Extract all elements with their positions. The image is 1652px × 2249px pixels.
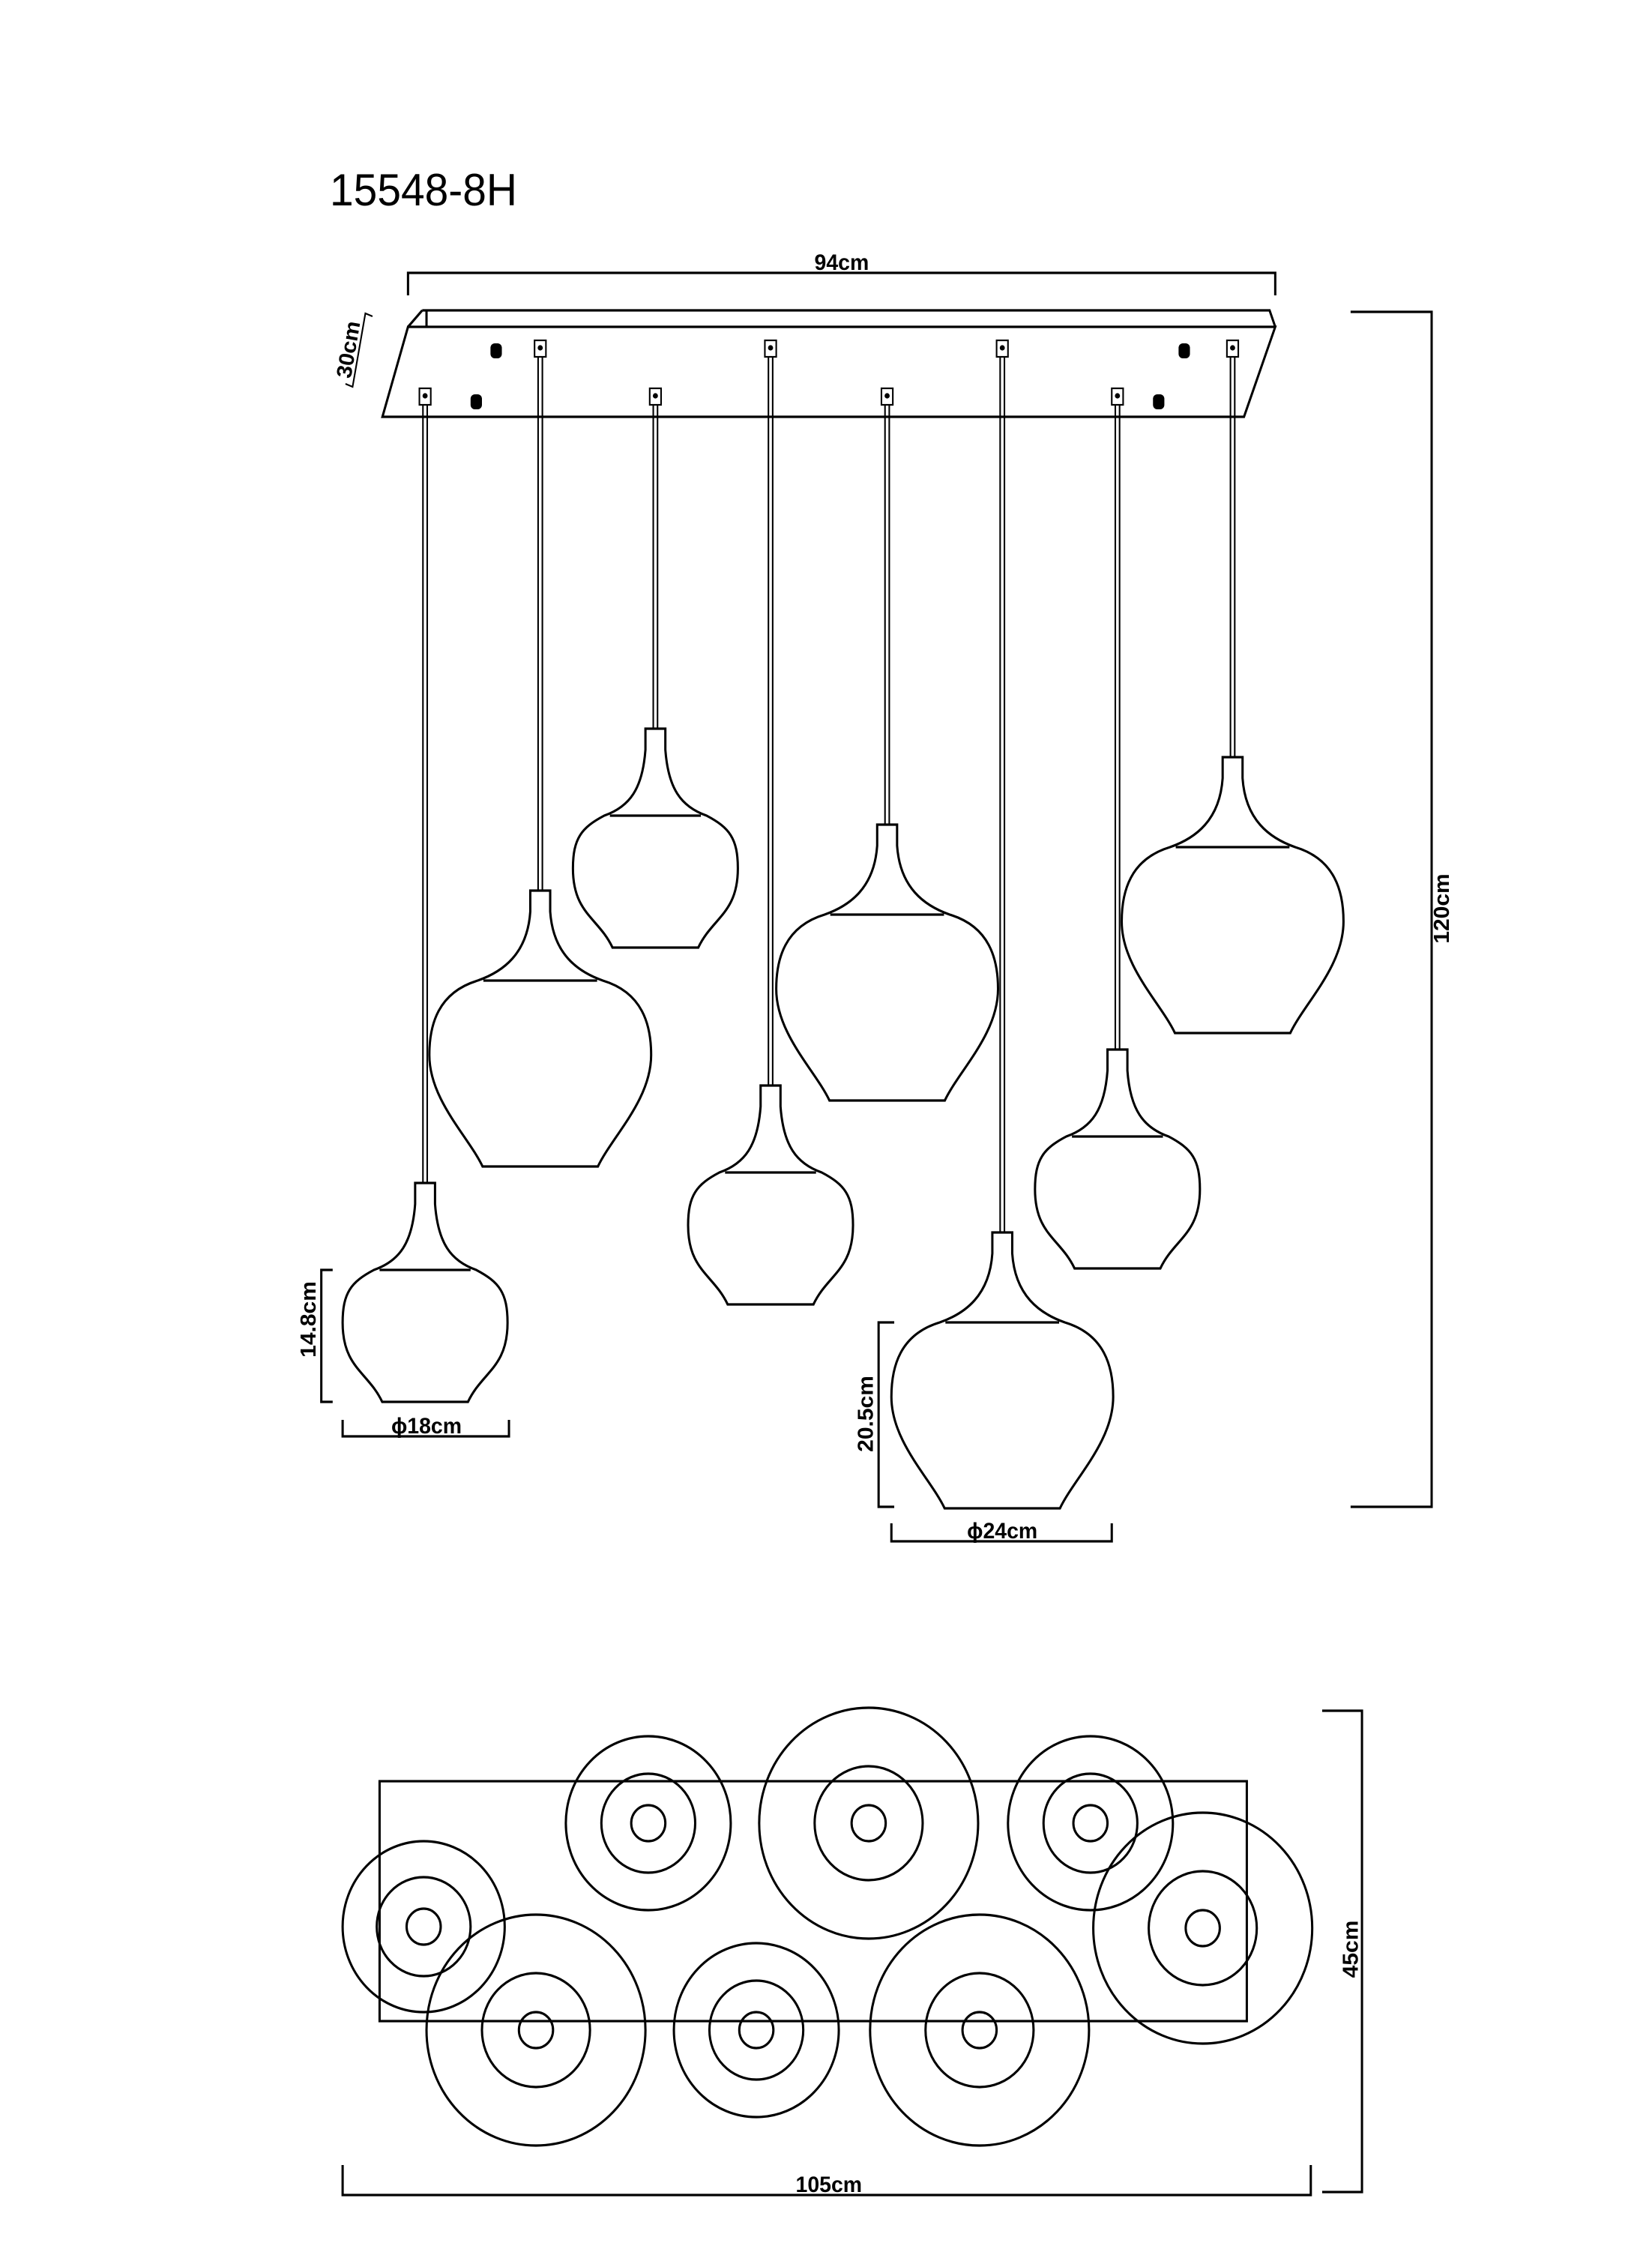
glass-shade [1121,756,1345,1035]
cable-mount [1226,339,1240,358]
canopy-length-label: 94cm [815,250,869,275]
shade-top-view [425,1913,647,2147]
shade-top-view [564,1735,732,1912]
shade-top-view [672,1942,840,2119]
glass-shade [571,727,739,949]
total-height-label: 120cm [1430,873,1453,943]
shade-top-view [869,1913,1091,2147]
cable-mount [1111,387,1124,406]
large-shade-height-dimension: 20.5cm [854,1321,895,1508]
small-shade-height-label: 14.8cm [298,1281,321,1358]
screw-icon [1178,343,1190,358]
glass-shade [890,1231,1115,1510]
glass-shade [775,823,1000,1102]
small-shade-height-dimension: 14.8cm [298,1268,333,1403]
large-shade-diameter-label: ϕ24cm [967,1519,1037,1544]
shade-top-view [1007,1735,1175,1912]
pendant-small [687,357,854,1306]
shade-top-view [1092,1811,1314,2045]
screw-icon [490,343,502,358]
cable-mount [648,387,663,406]
large-shade-height-label: 20.5cm [854,1376,878,1452]
canopy-depth-label: 30cm [333,319,365,380]
pendant-small [1034,405,1202,1270]
screw-icon [470,394,482,409]
pendant-small [571,405,739,949]
canopy-length-dimension: 94cm [406,250,1276,295]
glass-shade [341,1181,509,1403]
top-view [341,1706,1314,2147]
glass-shade [428,889,653,1168]
canopy-depth-dimension: 30cm [333,312,373,388]
top-view-length-label: 105cm [796,2173,863,2197]
cable-mount [880,387,894,406]
pendant-lights [341,357,1345,1510]
total-height-dimension: 120cm [1350,310,1454,1508]
cable-mount [418,387,432,406]
shade-top-view [758,1706,980,1940]
shade-top-view [341,1840,506,2014]
pendant-large [428,357,653,1168]
glass-shade [1034,1048,1202,1270]
pendant-large [1121,357,1345,1035]
top-view-depth-label: 45cm [1339,1921,1363,1978]
ceiling-canopy [381,309,1277,418]
model-number-title: 15548-8H [330,166,517,216]
pendant-large [890,357,1115,1510]
cable-mount [534,339,547,358]
screw-icon [1153,394,1165,409]
small-shade-diameter-dimension: ϕ18cm [341,1414,510,1439]
cable-mount [995,339,1009,358]
small-shade-diameter-label: ϕ18cm [391,1414,462,1439]
pendant-large [775,405,1000,1102]
cable-mount [764,339,777,358]
top-view-depth-dimension: 45cm [1321,1709,1363,2194]
pendant-small [341,405,509,1403]
top-view-length-dimension: 105cm [341,2165,1312,2197]
glass-shade [687,1084,854,1306]
large-shade-diameter-dimension: ϕ24cm [890,1519,1113,1544]
